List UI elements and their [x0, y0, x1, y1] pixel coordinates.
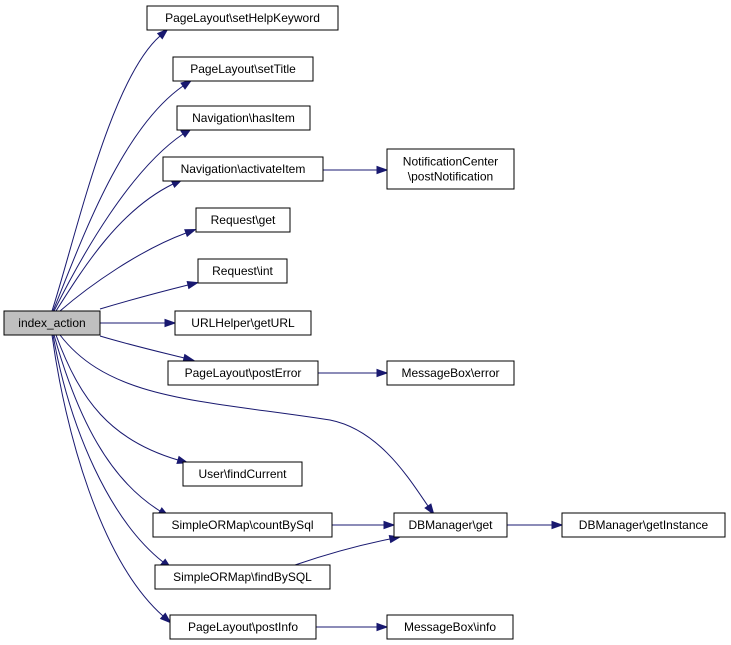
node-label: DBManager\get	[408, 518, 493, 532]
arrowhead-icon	[164, 318, 177, 328]
edge-index_action-to-postInfo	[51, 334, 172, 624]
node-label: PageLayout\setHelpKeyword	[165, 11, 320, 25]
node-label: User\findCurrent	[198, 467, 287, 481]
node-label: DBManager\getInstance	[579, 518, 709, 532]
arrowhead-icon	[376, 368, 389, 378]
edge-line	[59, 334, 429, 507]
node-box	[167, 360, 319, 386]
node-box	[154, 564, 331, 590]
node-label: Navigation\hasItem	[192, 111, 295, 125]
edge-line	[53, 133, 184, 312]
node-findCurrent[interactable]: User\findCurrent	[182, 461, 303, 487]
edge-line	[51, 334, 164, 617]
edge-line	[55, 334, 179, 461]
node-index_action[interactable]: index_action	[3, 310, 101, 336]
node-box	[197, 258, 288, 284]
node-box	[162, 156, 324, 182]
edge-line	[51, 35, 161, 312]
arrowhead-icon	[376, 622, 389, 632]
node-label: MessageBox\info	[404, 620, 496, 634]
node-label: PageLayout\postError	[185, 366, 302, 380]
node-box	[182, 461, 303, 487]
arrowhead-icon	[424, 503, 435, 516]
node-box	[195, 207, 291, 233]
node-label: Navigation\activateItem	[181, 162, 306, 176]
node-getInstance[interactable]: DBManager\getInstance	[561, 512, 726, 538]
arrowhead-icon	[184, 228, 197, 238]
arrowhead-icon	[159, 612, 172, 624]
node-setTitle[interactable]: PageLayout\setTitle	[172, 56, 314, 82]
node-label: SimpleORMap\countBySql	[171, 518, 313, 532]
edge-line	[52, 334, 164, 563]
node-hasItem[interactable]: Navigation\hasItem	[176, 105, 311, 131]
node-postInfo[interactable]: PageLayout\postInfo	[169, 614, 317, 640]
edge-line	[99, 284, 189, 310]
arrowhead-icon	[156, 28, 169, 40]
node-label: MessageBox\error	[401, 366, 499, 380]
edge-activateItem-to-postNotification	[323, 165, 389, 175]
edge-index_action-to-setHelpKeyword	[51, 28, 169, 312]
node-box	[386, 148, 515, 190]
edge-line	[99, 335, 185, 359]
node-label: Request\get	[211, 213, 276, 227]
edge-index_action-to-getURL	[100, 318, 177, 328]
node-label: NotificationCenter	[403, 155, 498, 169]
edge-line	[59, 232, 187, 312]
node-box	[176, 105, 311, 131]
edge-countBySql-to-dbGet	[332, 520, 396, 530]
node-activateItem[interactable]: Navigation\activateItem	[162, 156, 324, 182]
node-label: URLHelper\getURL	[191, 316, 295, 330]
node-mbInfo[interactable]: MessageBox\info	[386, 614, 514, 640]
node-findBySQL[interactable]: SimpleORMap\findBySQL	[154, 564, 331, 590]
arrowhead-icon	[383, 520, 396, 530]
node-box	[386, 614, 514, 640]
node-setHelpKeyword[interactable]: PageLayout\setHelpKeyword	[146, 5, 339, 31]
node-label: PageLayout\setTitle	[190, 62, 296, 76]
edge-index_action-to-countBySql	[53, 334, 170, 518]
edge-line	[52, 85, 184, 312]
node-box	[172, 56, 314, 82]
node-label: Request\int	[212, 264, 273, 278]
arrowhead-icon	[182, 353, 196, 362]
node-box	[561, 512, 726, 538]
node-box	[174, 310, 312, 336]
edge-findBySQL-to-dbGet	[294, 535, 402, 566]
edge-index_action-to-requestInt	[99, 281, 200, 310]
edge-line	[294, 538, 391, 566]
edge-index_action-to-hasItem	[53, 127, 193, 312]
node-label: SimpleORMap\findBySQL	[173, 570, 312, 584]
arrowhead-icon	[551, 520, 564, 530]
node-box	[386, 360, 515, 386]
edge-index_action-to-postError	[99, 335, 196, 362]
nodes-layer: index_action PageLayout\setHelpKeywordPag…	[3, 5, 726, 640]
node-box	[169, 614, 317, 640]
node-getURL[interactable]: URLHelper\getURL	[174, 310, 312, 336]
node-box	[152, 512, 333, 538]
edge-line	[53, 334, 161, 512]
node-box	[3, 310, 101, 336]
node-countBySql[interactable]: SimpleORMap\countBySql	[152, 512, 333, 538]
edge-postInfo-to-mbInfo	[316, 622, 389, 632]
node-postError[interactable]: PageLayout\postError	[167, 360, 319, 386]
edge-index_action-to-requestGet	[59, 228, 197, 312]
node-postNotification[interactable]: NotificationCenter\postNotification	[386, 148, 515, 190]
node-requestGet[interactable]: Request\get	[195, 207, 291, 233]
edge-dbGet-to-getInstance	[507, 520, 564, 530]
node-dbGet[interactable]: DBManager\get	[393, 512, 508, 538]
edge-line	[55, 183, 174, 312]
node-box	[146, 5, 339, 31]
edge-postError-to-mbError	[318, 368, 389, 378]
node-label: index_action	[18, 316, 85, 330]
node-requestInt[interactable]: Request\int	[197, 258, 288, 284]
arrowhead-icon	[186, 281, 200, 290]
node-box	[393, 512, 508, 538]
edge-index_action-to-dbGet	[59, 334, 435, 516]
node-label: PageLayout\postInfo	[188, 620, 298, 634]
node-label: \postNotification	[408, 170, 493, 184]
node-mbError[interactable]: MessageBox\error	[386, 360, 515, 386]
arrowhead-icon	[180, 79, 193, 90]
arrowhead-icon	[376, 165, 389, 175]
edge-index_action-to-setTitle	[52, 79, 193, 312]
